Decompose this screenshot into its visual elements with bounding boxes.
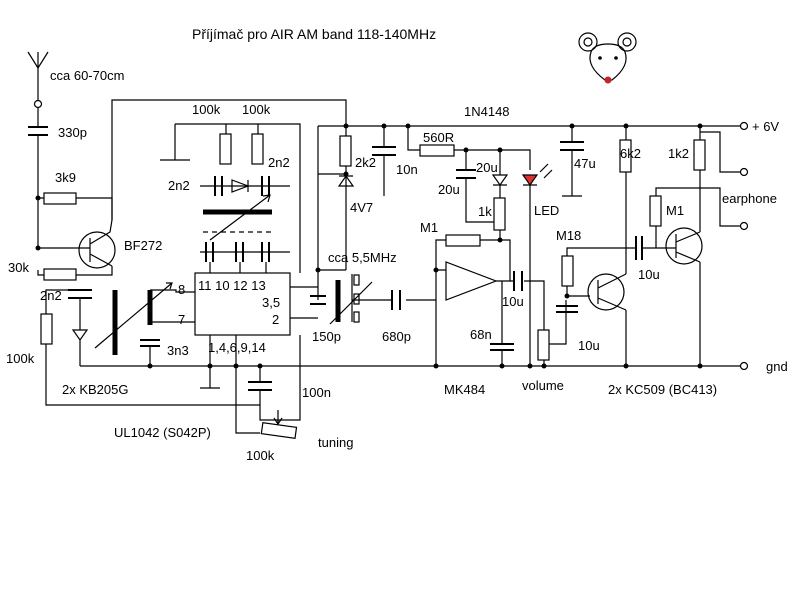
label-pin-8: 8 (178, 282, 185, 297)
label-pin-35: 3,5 (262, 295, 280, 310)
label-100k-tuning: 100k (246, 448, 275, 463)
label-47u: 47u (574, 156, 596, 171)
terminal-gnd (739, 361, 749, 371)
label-20u: 20u (476, 160, 498, 175)
capacitor-20u (456, 169, 476, 179)
label-2n2-top-left: 2n2 (168, 178, 190, 193)
ic-ul1042 (194, 272, 291, 336)
transistor-bf272 (38, 219, 116, 269)
terminal-plus-6v (739, 121, 749, 131)
transistor-kc509-1 (587, 273, 627, 311)
label-tuning: tuning (318, 435, 353, 450)
label-10u-a: 10u (502, 294, 524, 309)
capacitor-10u-b (556, 305, 578, 313)
resistor-m18 (561, 255, 574, 287)
capacitor-10n (372, 146, 396, 156)
label-kb205g: 2x KB205G (62, 382, 129, 397)
label-330p: 330p (58, 125, 87, 140)
label-3n3: 3n3 (167, 343, 189, 358)
label-6v: + 6V (752, 119, 779, 134)
label-5-5mhz: cca 5,5MHz (328, 250, 397, 265)
label-30k: 30k (8, 260, 29, 275)
label-led: LED (534, 203, 559, 218)
capacitor-2n2-left (68, 289, 92, 299)
schematic-title: Příjímač pro AIR AM band 118-140MHz (192, 26, 436, 42)
mouse-logo (578, 32, 637, 84)
transistor-kc509-2 (665, 227, 703, 265)
label-100n: 100n (302, 385, 331, 400)
resistor-1k (493, 197, 506, 231)
resistor-560r (419, 144, 455, 157)
capacitor-47u (560, 141, 584, 151)
potentiometer-volume (537, 329, 550, 361)
label-earphone: earphone (722, 191, 777, 206)
resistor-m1-out (649, 195, 662, 227)
label-1n4148: 1N4148 (464, 104, 510, 119)
label-m18: M18 (556, 228, 581, 243)
label-560r: 560R (423, 130, 454, 145)
antenna-length-label: cca 60-70cm (50, 68, 124, 83)
label-680p: 680p (382, 329, 411, 344)
label-kc509: 2x KC509 (BC413) (608, 382, 717, 397)
label-volume: volume (522, 378, 564, 393)
led (521, 174, 539, 187)
resistor-6k2 (619, 139, 632, 173)
label-ic-pins-bottom: 1,4,6,9,14 (208, 340, 266, 355)
varicap-diodes (71, 298, 89, 366)
terminal-earphone-2 (739, 221, 749, 231)
resistor-100k-top1 (219, 133, 232, 165)
label-150p: 150p (312, 329, 341, 344)
terminal-earphone-1 (739, 167, 749, 177)
resistor-3k9 (43, 192, 77, 205)
resistor-30k (43, 268, 77, 281)
label-ic-pins-top: 11 10 12 13 (198, 278, 266, 293)
label-100k-top1: 100k (192, 102, 221, 117)
resistor-m1-opamp (445, 234, 481, 247)
label-10u-c: 10u (638, 267, 660, 282)
capacitor-68n (490, 343, 514, 351)
label-68n: 68n (470, 327, 492, 342)
antenna-symbol (27, 51, 49, 109)
label-m1-opamp: M1 (420, 220, 438, 235)
resistor-100k-top2 (251, 133, 264, 165)
label-bf272: BF272 (124, 238, 162, 253)
label-20u-value: 20u (438, 182, 460, 197)
capacitor-680p (391, 290, 401, 310)
label-gnd: gnd (766, 359, 788, 374)
resistor-100k-left (40, 313, 53, 345)
label-4v7: 4V7 (350, 200, 373, 215)
label-pin-7: 7 (178, 312, 185, 327)
resistor-2k2 (339, 135, 352, 167)
label-2k2: 2k2 (355, 155, 376, 170)
label-mk484: MK484 (444, 382, 485, 397)
label-1k: 1k (478, 204, 492, 219)
capacitor-100n (248, 381, 272, 391)
label-1k2: 1k2 (668, 146, 689, 161)
label-10u-b: 10u (578, 338, 600, 353)
potentiometer-tuning (260, 422, 298, 439)
capacitor-3n3 (140, 339, 160, 347)
opamp-mk484 (445, 261, 498, 301)
capacitor-330p (28, 126, 48, 136)
label-3k9: 3k9 (55, 170, 76, 185)
capacitor-10u-a (513, 271, 523, 291)
label-10n: 10n (396, 162, 418, 177)
mouse-nose (604, 76, 612, 84)
capacitor-10u-c (635, 236, 643, 260)
label-ic-name: UL1042 (S042P) (114, 425, 211, 440)
label-m1-out: M1 (666, 203, 684, 218)
label-pin-2: 2 (272, 312, 279, 327)
label-6k2: 6k2 (620, 146, 641, 161)
label-2n2-top-right: 2n2 (268, 155, 290, 170)
resistor-1k2 (693, 139, 706, 171)
label-100k-left: 100k (6, 351, 35, 366)
label-100k-top2: 100k (242, 102, 271, 117)
